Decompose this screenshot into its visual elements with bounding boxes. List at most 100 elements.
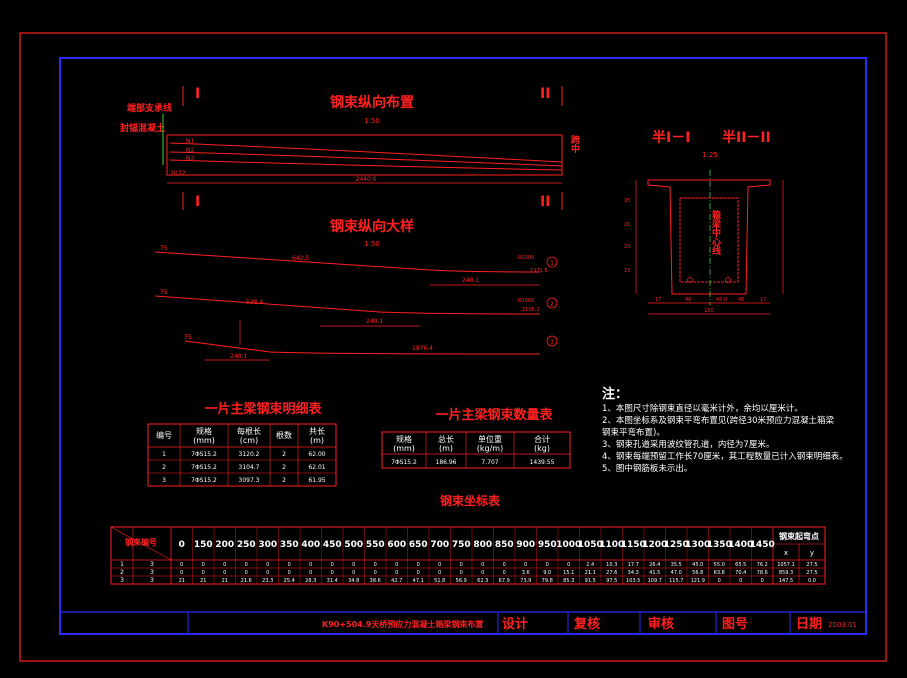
coord-table-row-side: 3 (150, 577, 154, 584)
coord-table-column-header: 1150 (621, 540, 646, 550)
elevation-view: 钢束纵向布置 1:50 I I II II 端部支承线 封锚混凝土 N1 N2 … (120, 86, 580, 210)
detail-table-title: 一片主梁钢束明细表 (204, 401, 322, 417)
section-dim-4: 17 (760, 297, 766, 303)
detail-seg2-3: 1876.4 (412, 345, 433, 352)
coord-table-cell: 0 (460, 570, 463, 576)
coord-table-cell: 25.4 (284, 578, 295, 584)
tendon-n1 (169, 142, 563, 163)
box-girder-outline (647, 179, 771, 295)
coord-table-cell: 0 (438, 562, 441, 568)
quantity-table-header: 单位重 (478, 434, 502, 444)
coord-table-cell: 21 (200, 578, 206, 584)
quantity-table-cell: 186.96 (436, 459, 457, 466)
coord-table-cell: 47.0 (671, 570, 682, 576)
coord-table-cell: 28.3 (305, 578, 316, 584)
coord-table-cell: 38.6 (370, 578, 381, 584)
coord-table-column-header: 350 (280, 540, 299, 550)
note-line-4: 3、钢束孔道采用波纹管孔道，内径为7厘米。 (602, 440, 775, 450)
coord-table-cell: 62.3 (477, 578, 488, 584)
coord-table-cell: 121.9 (691, 578, 705, 584)
detail-seg1-2: 538.4 (246, 299, 263, 306)
section-dim-1: 46 (685, 297, 691, 303)
section-mark-right-bottom: II (540, 194, 550, 210)
coord-table-column-header: 1050 (578, 540, 603, 550)
coord-table-cell: 0 (202, 562, 205, 568)
coord-table-cell: 55.0 (714, 562, 725, 568)
coord-table-cell: 115.7 (669, 578, 683, 584)
section-left-dim-1: 20 (624, 222, 630, 228)
detail-tag-3: 3 (550, 339, 554, 346)
note-line-1: 1、本图尺寸除钢束直径以毫米计外，余均以厘米计。 (602, 404, 803, 414)
label-midspan: 跨中 (569, 134, 580, 154)
coord-table-column-header: 500 (344, 540, 363, 550)
coord-table-cell: 79.8 (542, 578, 553, 584)
coord-table-column-header: 550 (366, 540, 385, 550)
coord-table-cell: 0 (309, 562, 312, 568)
detail-table-cell: 2 (162, 464, 166, 471)
coord-table-cell: 0 (438, 570, 441, 576)
detail-seg1-3: 240.1 (230, 353, 247, 360)
detail-table-cell: 62.00 (308, 451, 325, 458)
label-anchor-concrete: 封锚混凝土 (120, 122, 165, 134)
coord-table-title: 钢束坐标表 (440, 493, 501, 508)
elevation-dim-left2: 20 (170, 170, 178, 177)
coord-table-cell: 0 (331, 570, 334, 576)
detail-table-cell: 2 (282, 477, 286, 484)
title-block-drawing-no: 图号 (722, 617, 748, 632)
coord-table-cell: 0 (352, 562, 355, 568)
coord-table-column-header: 850 (495, 540, 514, 550)
coord-table-cell: 27.6 (606, 570, 617, 576)
coord-table-cell: 0 (739, 578, 742, 584)
coord-table-cell: 0 (223, 570, 226, 576)
quantity-table: 一片主梁钢束数量表 规格(mm)总长(m)单位重(kg/m)合计(kg)7ΦS1… (381, 407, 571, 469)
coord-table-cell: 109.7 (648, 578, 662, 584)
title-block-approve: 审核 (648, 616, 674, 632)
detail-table-cell: 2 (282, 451, 286, 458)
coord-table-cell: 0 (417, 570, 420, 576)
coord-table-cell: 0 (524, 562, 527, 568)
detail-table-cell: 61.95 (308, 477, 325, 484)
coord-table-column-header: 750 (452, 540, 471, 550)
coord-table-column-header: 700 (430, 540, 449, 550)
coord-table-cell: 91.5 (585, 578, 596, 584)
detail-table-cell: 2 (282, 464, 286, 471)
section-scale: 1:25 (702, 151, 718, 159)
coord-table-cell: 0 (503, 570, 506, 576)
coord-table-end-cell: 27.5 (806, 570, 817, 576)
detail-view: 钢束纵向大样 1:50 75 642.5 240.1 R2000 1971.6 … (154, 218, 558, 361)
coord-table-cell: 0 (266, 562, 269, 568)
detail-table-cell: 7ΦS15.2 (191, 464, 217, 471)
detail-table-cell: 1 (162, 451, 166, 458)
section-duct-1 (687, 277, 693, 283)
detail-left-2: 75 (160, 289, 168, 296)
elevation-dim-left: 32 (178, 170, 186, 177)
detail-title: 钢束纵向大样 (330, 218, 414, 235)
quantity-table-cell: 7.707 (481, 459, 498, 466)
detail-end1-2: R2000 (518, 298, 534, 304)
detail-scale: 1:50 (364, 240, 380, 248)
coord-table-end-header: 钢束起弯点 (779, 531, 819, 541)
quantity-table-title: 一片主梁钢束数量表 (435, 407, 553, 423)
coord-table-frame (110, 526, 826, 585)
coord-table-end-col: x (784, 549, 788, 557)
coord-table-corner-header: 钢束编号 (125, 537, 157, 547)
coord-table-column-header: 400 (301, 540, 320, 550)
section-dim-3: 46 (738, 297, 744, 303)
outer-frame (19, 32, 887, 662)
coord-table-cell: 0 (374, 570, 377, 576)
quantity-table-header: (m) (439, 444, 453, 453)
quantity-table-header: (kg/m) (477, 444, 503, 453)
coord-table-column-header: 950 (538, 540, 557, 550)
coord-table-cell: 0 (266, 570, 269, 576)
detail-left-1: 75 (160, 245, 168, 252)
quantity-table-cell: 7ΦS15.2 (391, 459, 417, 466)
coord-table-cell: 3.6 (522, 570, 530, 576)
coord-table-cell: 47.1 (413, 578, 424, 584)
coord-table-cell: 103.5 (626, 578, 640, 584)
coord-table-cell: 56.9 (456, 578, 467, 584)
tendon-label-3: N3 (186, 155, 194, 162)
tendon-label-1: N1 (186, 138, 194, 145)
title-block: K90+504.9天桥预应力混凝土箱梁钢束布置 设计 复核 审核 图号 日期 2… (59, 611, 867, 635)
